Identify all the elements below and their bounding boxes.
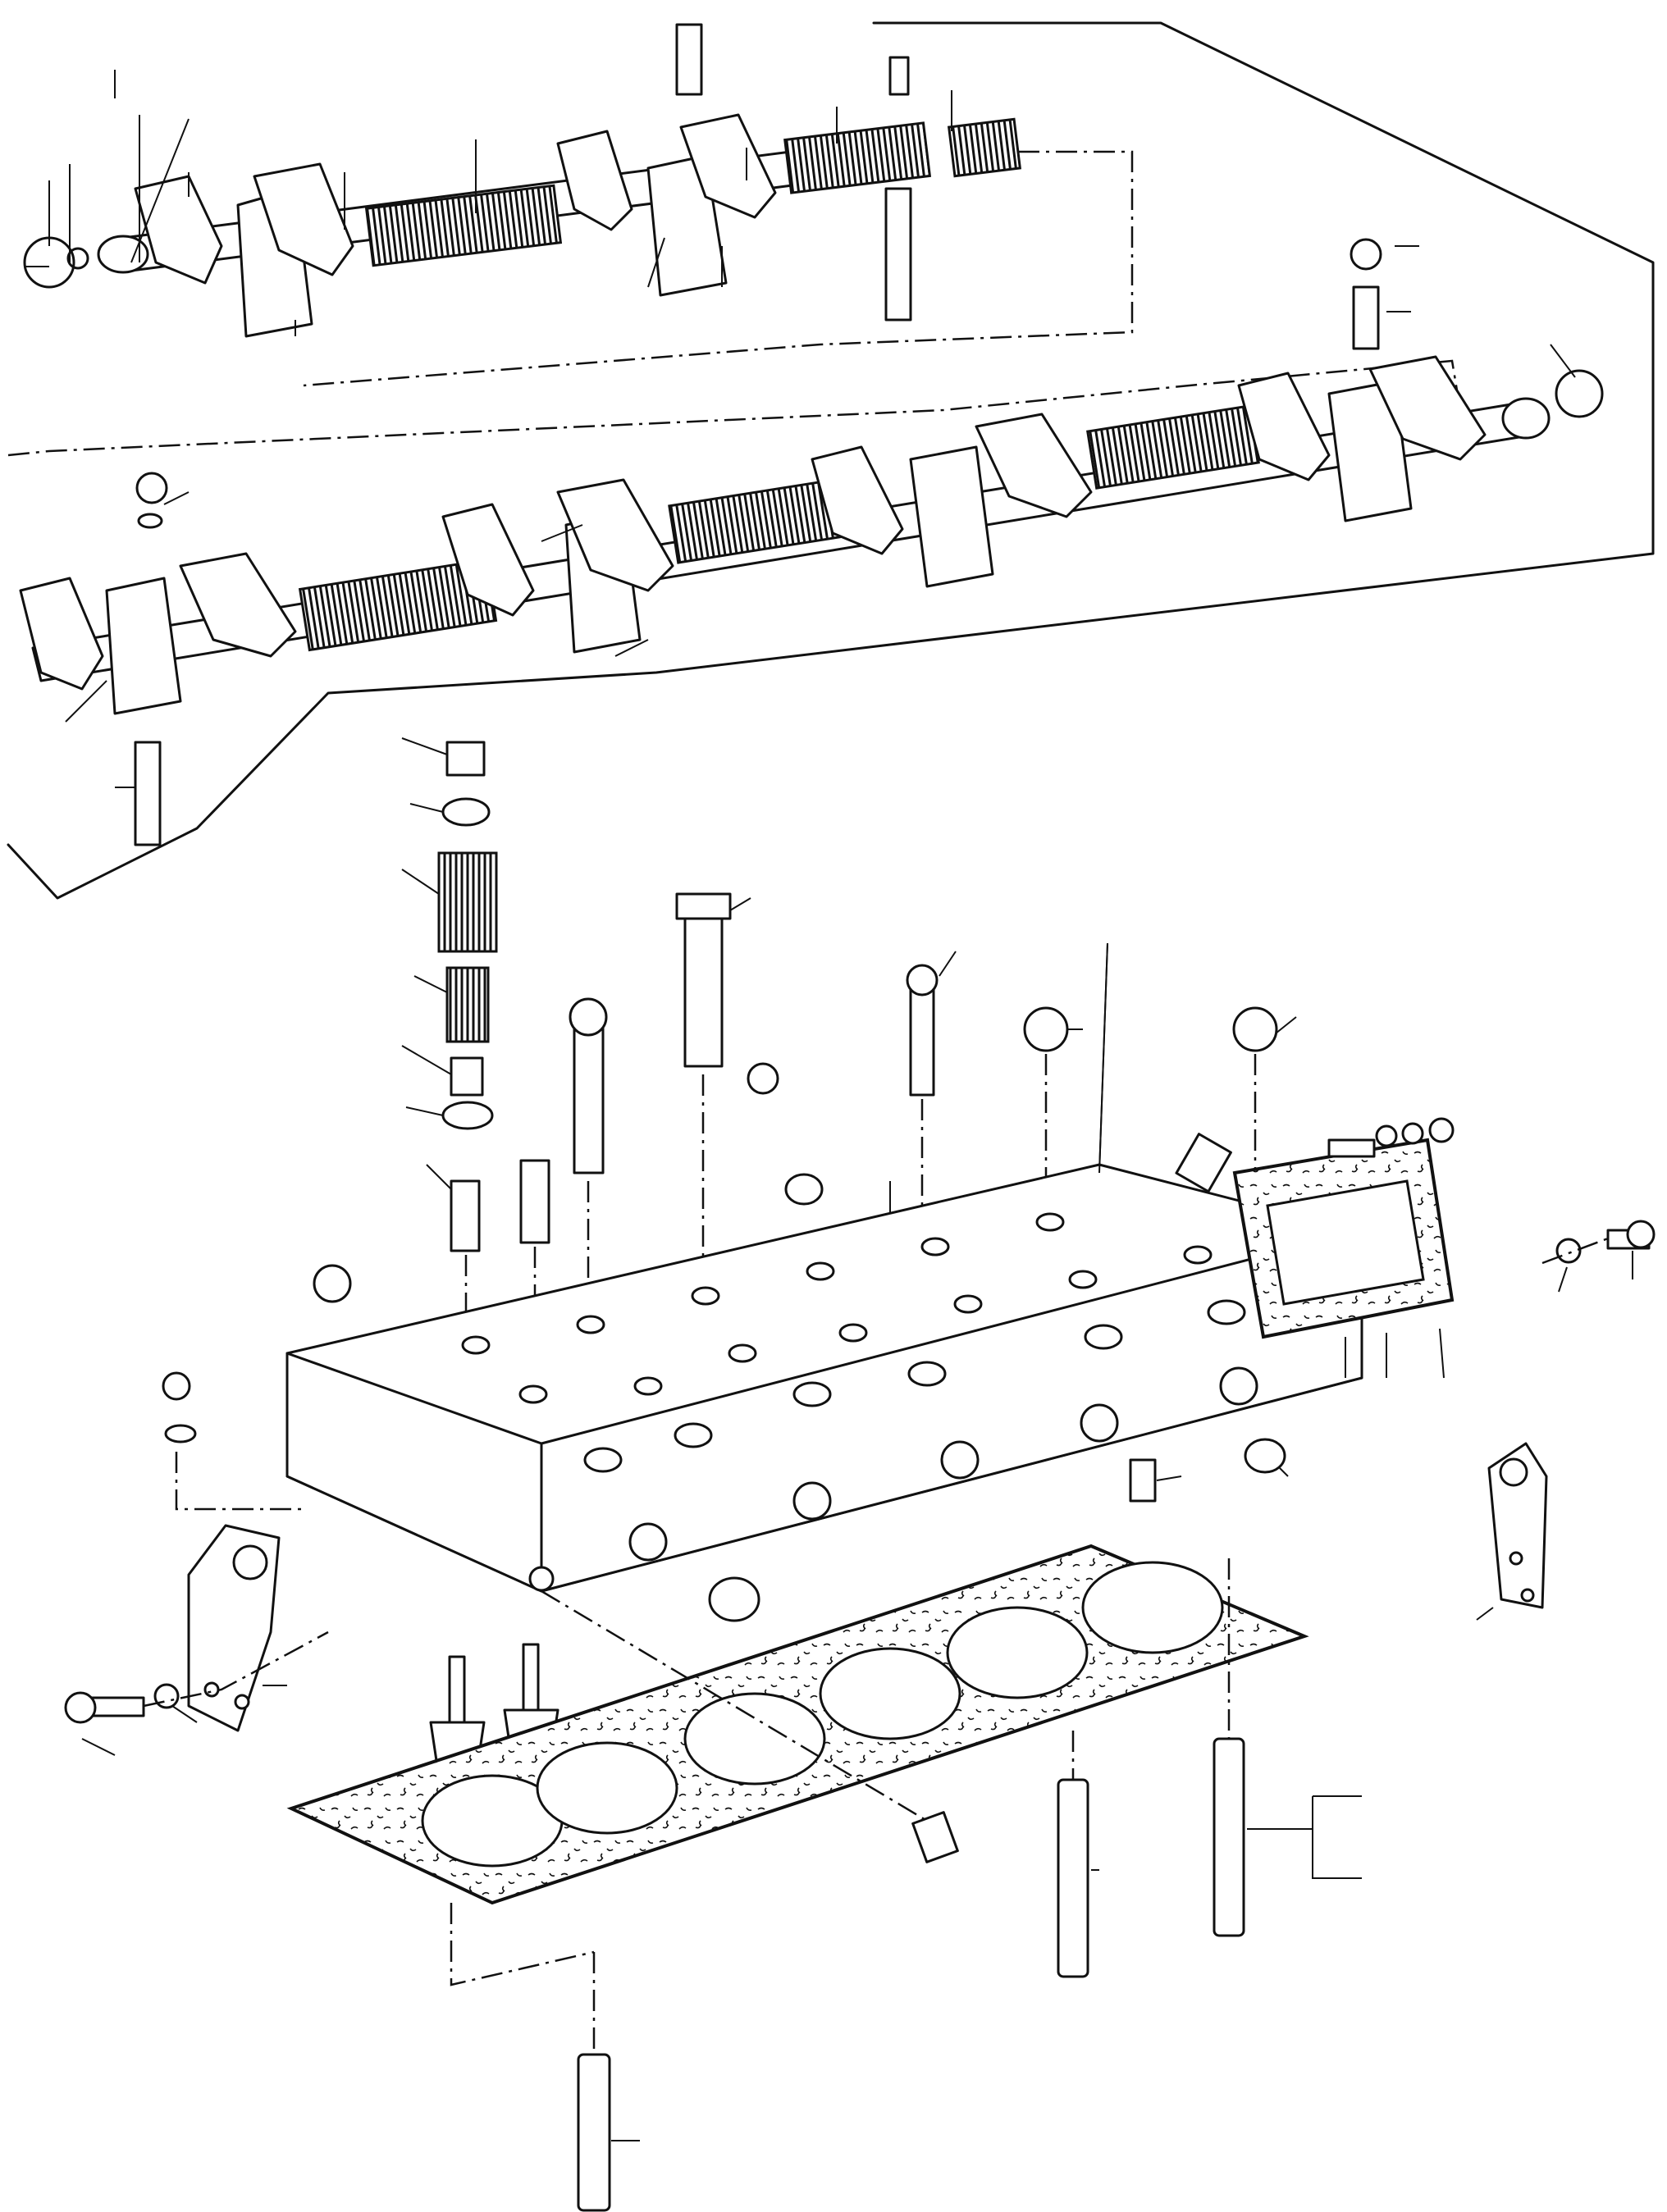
valve-stem-seal-icon: [450, 1056, 484, 1097]
stud-icon: [1352, 285, 1380, 350]
head-bolt-icon: [569, 997, 608, 1037]
bolt-icon: [675, 23, 703, 96]
circlip-icon: [1555, 369, 1604, 418]
side-port-icon: [628, 1522, 668, 1562]
valve-icon: [522, 1643, 540, 1712]
plug-icon: [747, 1062, 779, 1095]
rocker-shaft-front-group: [7, 238, 1655, 900]
dowel-icon: [1129, 1458, 1157, 1503]
rocker-arm-icon: [975, 413, 1093, 518]
nut-icon: [1350, 238, 1382, 271]
side-port-icon: [940, 1440, 980, 1480]
head-gasket-group: [286, 1544, 1309, 1905]
rocker-arm-icon: [441, 503, 535, 617]
rocker-arm-icon: [134, 175, 223, 285]
rocker-pedestal-icon: [909, 445, 994, 588]
stud-icon: [577, 2053, 611, 2212]
head-bolt-icon: [906, 964, 939, 997]
spring-retainer-icon: [441, 797, 491, 827]
head-bolt-icon: [573, 1015, 605, 1174]
plug-icon: [162, 1371, 191, 1401]
lifting-eye-icon: [1487, 1442, 1548, 1609]
rocker-arm-icon: [811, 445, 904, 555]
rocker-arm-icon: [1237, 372, 1331, 481]
lock-washer-icon: [153, 1683, 180, 1709]
rocker-spring-icon: [947, 117, 1022, 178]
outer-valve-spring-icon: [437, 851, 498, 953]
nut-icon: [1232, 1006, 1278, 1052]
cylinder-bores: [421, 1561, 1224, 1868]
shaft-end-plug-icon: [97, 235, 149, 274]
core-plug-icon: [784, 1173, 824, 1206]
head-bolts-group: [162, 892, 1297, 1511]
shaft-end-plug-icon: [1501, 397, 1551, 440]
studs-group: [450, 1558, 1362, 2212]
spring-seat-icon: [441, 1101, 494, 1130]
washer-icon: [164, 1424, 197, 1444]
cylinder-head-group: [285, 942, 1455, 1622]
rocker-arm-icon: [556, 478, 674, 592]
rocker-arm-icon: [679, 113, 777, 219]
valve-guide-icon: [519, 1159, 550, 1244]
washer-icon: [66, 247, 89, 270]
head-bolt-icon: [675, 892, 732, 920]
valve-cap-icon: [445, 741, 486, 777]
head-port-holes: [461, 1212, 1246, 1473]
rocker-arm-icon: [19, 577, 104, 691]
side-port-icon: [1219, 1366, 1258, 1406]
dowel-hole-icon: [528, 1566, 555, 1592]
stud-icon: [1057, 1778, 1089, 1978]
stud-icon: [134, 741, 162, 846]
rocker-arm-icon: [1368, 355, 1487, 461]
bolt-icon: [64, 1691, 97, 1724]
injector-sleeve-icon: [911, 1811, 959, 1863]
valve-guide-icon: [450, 1179, 481, 1252]
bolt-icon: [1626, 1220, 1656, 1249]
washer-icon: [1375, 1124, 1398, 1147]
head-bolt-icon: [683, 892, 724, 1068]
side-port-icon: [792, 1481, 832, 1521]
rocker-arm-icon: [556, 130, 633, 231]
nut-icon: [1023, 1006, 1069, 1052]
stud-icon: [1327, 1138, 1376, 1158]
core-plug-icon: [1244, 1438, 1286, 1474]
side-port-icon: [1080, 1403, 1119, 1443]
valve-train-group: [401, 524, 649, 1843]
nut-icon: [1428, 1117, 1455, 1143]
nut-icon: [135, 472, 168, 504]
core-plug-icon: [708, 1576, 760, 1622]
rocker-shaft-rear-group: [23, 21, 1655, 387]
stud-icon: [1213, 1737, 1245, 1937]
washer-icon: [137, 513, 163, 529]
bolt-icon: [888, 56, 910, 96]
injector-sleeve-icon: [1175, 1133, 1232, 1193]
nut-icon: [1401, 1122, 1424, 1145]
rocker-pedestal-icon: [105, 577, 182, 715]
rocker-spring-icon: [783, 121, 932, 194]
valve-icon: [448, 1655, 466, 1724]
rocker-spring-icon: [364, 184, 563, 267]
inner-valve-spring-icon: [445, 966, 490, 1043]
rocker-arm-icon: [253, 162, 354, 276]
nut-icon: [313, 1264, 352, 1303]
lifting-bracket-group: [64, 1220, 1656, 1756]
rocker-pedestal-icon: [1327, 380, 1413, 522]
lock-washer-icon: [1555, 1238, 1582, 1264]
oil-feed-stud-icon: [884, 187, 912, 322]
rocker-arm-icon: [179, 552, 297, 658]
